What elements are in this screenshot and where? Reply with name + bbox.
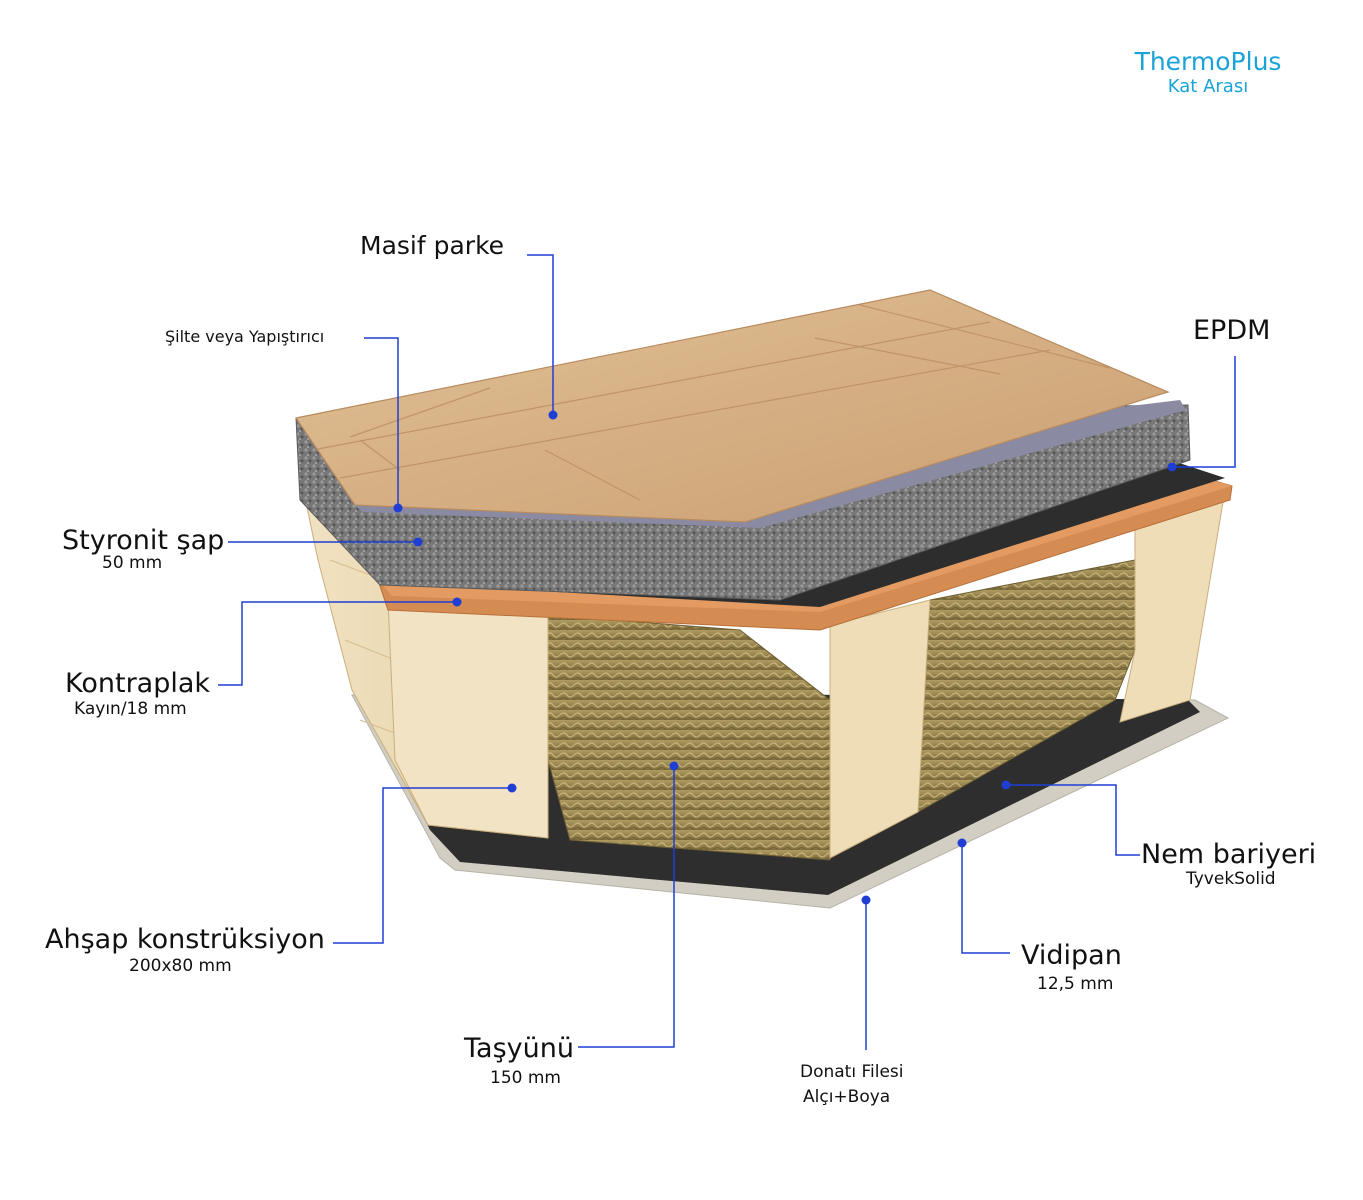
parquet-floor: [294, 289, 1170, 523]
leader-epdm: [1172, 356, 1236, 468]
leader-masif-parke: [527, 254, 554, 415]
dot-vidipan: [957, 838, 967, 848]
label-donati-sub: Alçı+Boya: [803, 1087, 891, 1107]
label-kontraplak-sub: Kayın/18 mm: [74, 699, 187, 719]
brand-subtitle: Kat Arası: [1167, 75, 1249, 97]
label-epdm: EPDM: [1193, 315, 1271, 346]
label-vidipan-sub: 12,5 mm: [1037, 974, 1114, 994]
label-masif-parke: Masif parke: [360, 231, 505, 260]
leader-tasyunu: [578, 766, 675, 1048]
label-kontraplak: Kontraplak: [65, 668, 211, 699]
label-ahsap: Ahşap konstrüksiyon: [45, 924, 325, 955]
label-donati: Donatı Filesi: [800, 1062, 904, 1082]
label-ahsap-sub: 200x80 mm: [129, 956, 232, 976]
dot-masif-parke: [548, 410, 558, 420]
dot-silte: [393, 503, 403, 513]
dot-ahsap: [507, 783, 517, 793]
dot-tasyunu: [669, 761, 679, 771]
timber-joist-middle: [829, 599, 931, 859]
label-tasyunu-sub: 150 mm: [490, 1068, 561, 1088]
label-nem: Nem bariyeri: [1141, 839, 1317, 870]
brand-block: ThermoPlus Kat Arası: [1128, 47, 1288, 97]
leader-nem: [1006, 784, 1140, 856]
dot-donati: [861, 895, 871, 905]
dot-styronit: [413, 537, 423, 547]
leader-vidipan: [961, 843, 1010, 954]
label-vidipan: Vidipan: [1021, 940, 1122, 971]
parquet-plank-lines: [317, 304, 1111, 501]
label-styronit: Styronit şap: [62, 525, 225, 556]
label-silte: Şilte veya Yapıştırıcı: [165, 327, 325, 346]
brand-title: ThermoPlus: [1134, 47, 1282, 76]
label-styronit-sub: 50 mm: [102, 553, 163, 573]
dot-nem: [1001, 780, 1011, 790]
label-nem-sub: TyvekSolid: [1186, 869, 1276, 889]
label-tasyunu: Taşyünü: [464, 1033, 574, 1064]
dot-kontraplak: [452, 597, 462, 607]
leader-kontraplak: [218, 601, 457, 686]
leader-silte: [364, 337, 399, 508]
leader-ahsap: [333, 787, 512, 944]
dot-epdm: [1167, 462, 1177, 472]
